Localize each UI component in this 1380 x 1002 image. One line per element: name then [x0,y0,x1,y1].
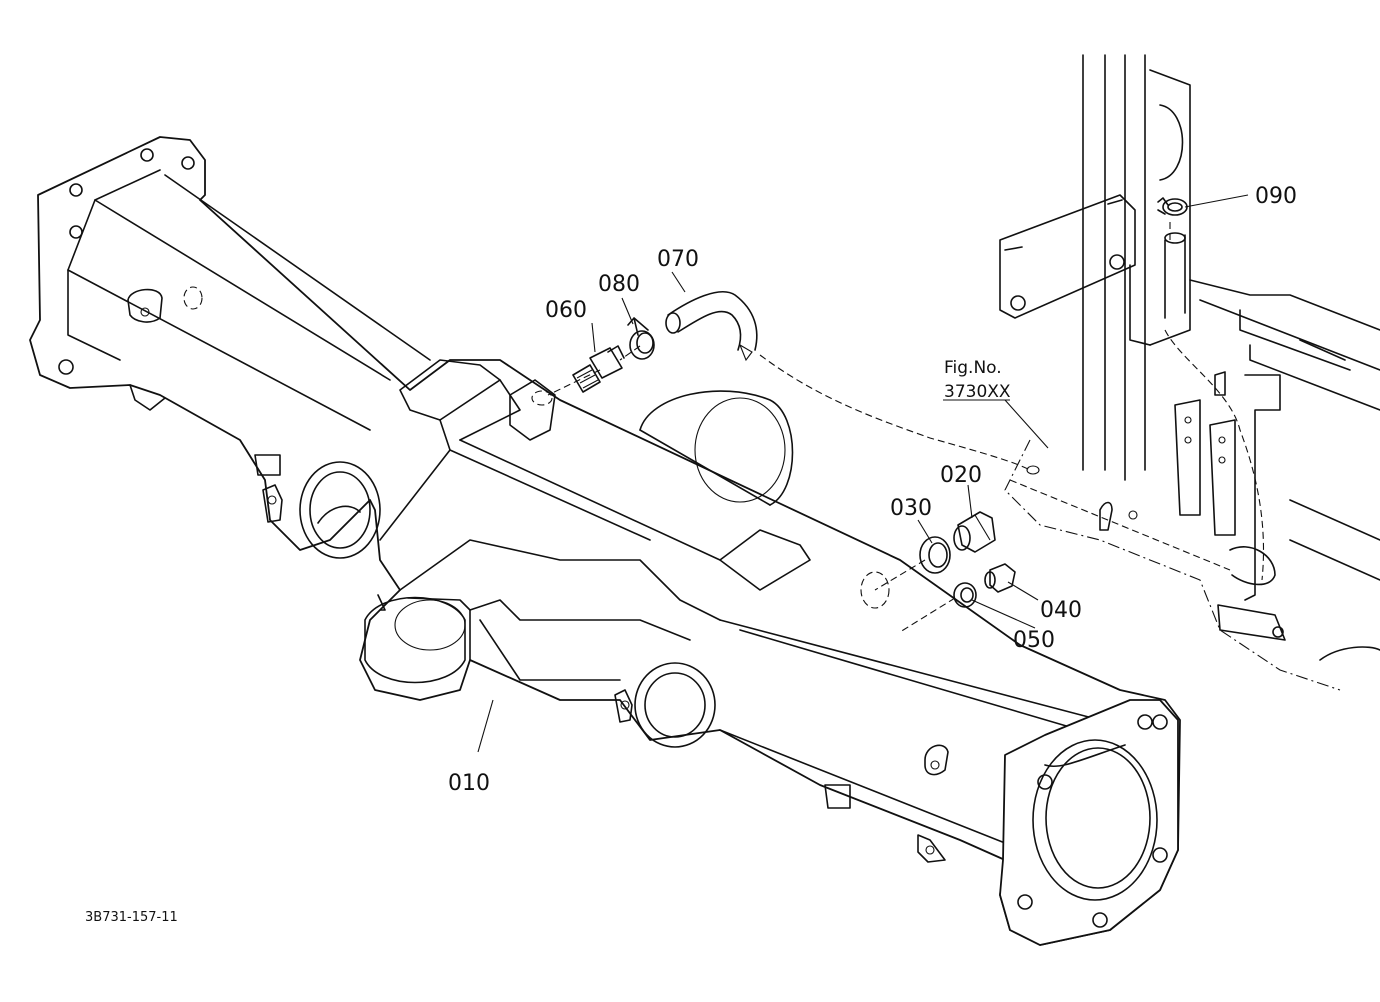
callout-040: 040 [1040,598,1082,623]
part-080-clamp [627,317,655,360]
callout-070: 070 [657,247,699,272]
part-050-washer [953,582,977,608]
callout-080: 080 [598,272,640,297]
callout-010: 010 [448,771,490,796]
drawing-code: 3B731-157-11 [85,910,178,925]
figure-reference: Fig.No. 3730XX [944,358,1011,402]
part-030-washer [919,536,951,574]
callout-labels: 010 020 030 040 050 060 070 080 090 [448,184,1297,796]
leader-lines [477,194,1249,753]
callout-090: 090 [1255,184,1297,209]
axle-housing [29,136,1181,946]
callout-030: 030 [890,496,932,521]
callout-060: 060 [545,298,587,323]
part-090-clamp [1157,197,1188,216]
frame-assembly [999,54,1380,691]
callout-050: 050 [1013,628,1055,653]
callout-020: 020 [940,463,982,488]
fig-ref-line2: 3730XX [944,382,1011,402]
part-020-plug [953,511,996,553]
part-070-hose [665,290,758,362]
part-060-fitting [572,345,625,393]
fig-ref-line1: Fig.No. [944,358,1002,378]
part-040-plug [984,563,1016,593]
